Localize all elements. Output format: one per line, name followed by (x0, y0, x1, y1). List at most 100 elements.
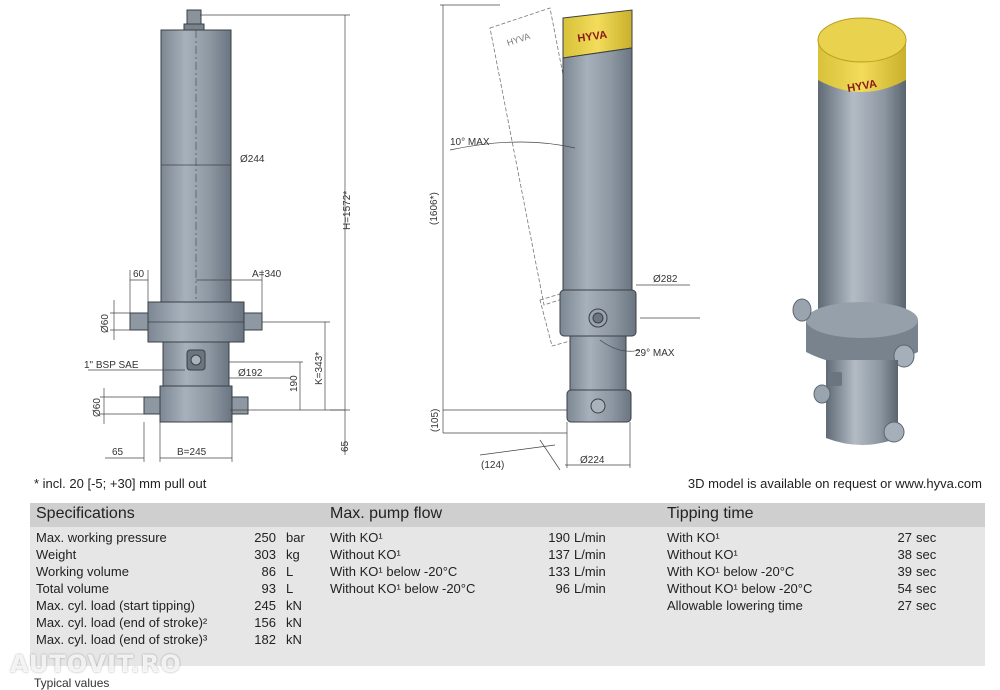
specifications-row-label: Max. working pressure (36, 530, 167, 545)
tipping_time-row-value: 27 (897, 598, 912, 613)
front-b-label: B=245 (177, 447, 207, 458)
specifications-row-unit: kN (286, 615, 302, 630)
front-pin-bottom-label: Ø60 (92, 398, 103, 417)
front-190-label: 190 (289, 375, 300, 392)
front-k-label: K=343* (314, 352, 325, 385)
specifications-row-value: 86 (261, 564, 276, 579)
specifications-row: Total volume 93 L (36, 581, 326, 597)
tipping_time-row-value: 27 (897, 530, 912, 545)
tipping_time-row: Without KO¹ below -20°C 54 sec (667, 581, 967, 597)
front-65-right-label: 65 (340, 440, 351, 452)
front-bsp-label: 1" BSP SAE (84, 360, 139, 371)
specifications-row: Max. working pressure 250 bar (36, 530, 326, 546)
specifications-row-unit: L (286, 564, 294, 579)
pump_flow-row-label: With KO¹ (330, 530, 383, 545)
tipping_time-row: With KO¹ 27 sec (667, 530, 967, 546)
front-diameter-lower-label: Ø192 (238, 368, 263, 379)
specifications-row-label: Working volume (36, 564, 129, 579)
pump_flow-row-value: 137 (548, 547, 570, 562)
specifications-row: Weight 303 kg (36, 547, 326, 563)
tipping_time-row-unit: sec (916, 598, 937, 613)
tipping_time-row-value: 39 (897, 564, 912, 579)
specifications-row-label: Max. cyl. load (end of stroke)³ (36, 632, 208, 647)
side-124-label: (124) (481, 460, 504, 471)
specifications-row-value: 245 (254, 598, 276, 613)
tipping_time-row-label: With KO¹ (667, 530, 720, 545)
pump_flow-row-unit: L/min (574, 547, 606, 562)
specifications-row: Max. cyl. load (end of stroke)³ 182 kN (36, 632, 326, 648)
side-diameter-label: Ø282 (653, 274, 678, 285)
spec-table: Specifications Max. pump flow Tipping ti… (30, 503, 985, 666)
front-view-drawing: Ø244 H=1572* 60 A=340 Ø60 1" BSP SAE Ø19… (84, 9, 353, 462)
tipping_time-row-label: With KO¹ below -20°C (667, 564, 795, 579)
tipping_time-row-unit: sec (916, 530, 937, 545)
tipping_time-row-label: Allowable lowering time (667, 598, 803, 613)
side-224-label: Ø224 (580, 455, 605, 466)
pump_flow-row-unit: L/min (574, 564, 606, 579)
side-105-label: (105) (430, 409, 441, 432)
tipping_time-row: Without KO¹ 38 sec (667, 547, 967, 563)
model-availability-note: 3D model is available on request or www.… (687, 476, 982, 491)
specifications-row-value: 156 (254, 615, 276, 630)
pump_flow-row: With KO¹ 190 L/min (330, 530, 630, 546)
pump_flow-row-label: Without KO¹ below -20°C (330, 581, 476, 596)
side-1606-label: (1606*) (429, 192, 440, 225)
specifications-row: Max. cyl. load (end of stroke)² 156 kN (36, 615, 326, 631)
tipping_time-row-label: Without KO¹ (667, 547, 738, 562)
pump_flow-row: Without KO¹ below -20°C 96 L/min (330, 581, 630, 597)
tipping_time-row-label: Without KO¹ below -20°C (667, 581, 813, 596)
specifications-row-label: Max. cyl. load (end of stroke)² (36, 615, 208, 630)
front-60-label: 60 (133, 269, 145, 280)
front-a-label: A=340 (252, 269, 282, 280)
pump_flow-row-value: 190 (548, 530, 570, 545)
side-tilt-label: 10° MAX (450, 137, 490, 148)
tipping_time-row: With KO¹ below -20°C 39 sec (667, 564, 967, 580)
specifications-row-unit: L (286, 581, 294, 596)
side-cap-logo: HYVA (577, 29, 608, 45)
tipping_time-row: Allowable lowering time 27 sec (667, 598, 967, 614)
side-view-drawing: HYVA HYVA 10° (429, 4, 700, 471)
specifications-row-label: Weight (36, 547, 77, 562)
specifications-row-unit: kN (286, 632, 302, 647)
specifications-row: Max. cyl. load (start tipping) 245 kN (36, 598, 326, 614)
bottom-partial-text: Typical values (34, 676, 110, 690)
specifications-row-unit: bar (286, 530, 305, 545)
tipping-time-title: Tipping time (667, 505, 754, 522)
specifications-row-label: Max. cyl. load (start tipping) (36, 598, 195, 613)
specifications-row-label: Total volume (36, 581, 109, 596)
watermark-logo: AUTOVIT.RO (10, 650, 182, 678)
specifications-row-unit: kN (286, 598, 302, 613)
pump_flow-row-label: With KO¹ below -20°C (330, 564, 458, 579)
side-angle-label: 29° MAX (635, 348, 675, 359)
pump_flow-row: With KO¹ below -20°C 133 L/min (330, 564, 630, 580)
spec-table-header (30, 503, 985, 527)
tipping_time-row-unit: sec (916, 564, 937, 579)
specifications-row-value: 182 (254, 632, 276, 647)
specifications-row: Working volume 86 L (36, 564, 326, 580)
specifications-row-value: 250 (254, 530, 276, 545)
pump_flow-row-unit: L/min (574, 581, 606, 596)
tipping_time-row-unit: sec (916, 581, 937, 596)
front-65-bottom-label: 65 (112, 447, 124, 458)
front-diameter-label: Ø244 (240, 154, 265, 165)
pull-out-note: * incl. 20 [-5; +30] mm pull out (34, 476, 207, 491)
tipping_time-row-unit: sec (916, 547, 937, 562)
pump-flow-title: Max. pump flow (330, 505, 443, 522)
pump_flow-row-unit: L/min (574, 530, 606, 545)
specifications-row-value: 93 (261, 581, 276, 596)
tipping_time-row-value: 54 (897, 581, 912, 596)
pump_flow-row: Without KO¹ 137 L/min (330, 547, 630, 563)
model-cap-logo: HYVA (846, 78, 877, 95)
specifications-row-value: 303 (254, 547, 276, 562)
tipping_time-row-value: 38 (897, 547, 912, 562)
pump_flow-row-value: 96 (555, 581, 570, 596)
side-phantom-logo: HYVA (506, 31, 532, 48)
front-pin-top-label: Ø60 (100, 314, 111, 333)
pump_flow-row-value: 133 (548, 564, 570, 579)
front-height-label: H=1572* (342, 191, 353, 230)
specifications-row-unit: kg (286, 547, 300, 562)
model-3d-render: HYVA (792, 17, 918, 445)
specifications-title: Specifications (36, 505, 135, 522)
pump_flow-row-label: Without KO¹ (330, 547, 401, 562)
technical-drawings: Ø244 H=1572* 60 A=340 Ø60 1" BSP SAE Ø19… (84, 4, 918, 471)
